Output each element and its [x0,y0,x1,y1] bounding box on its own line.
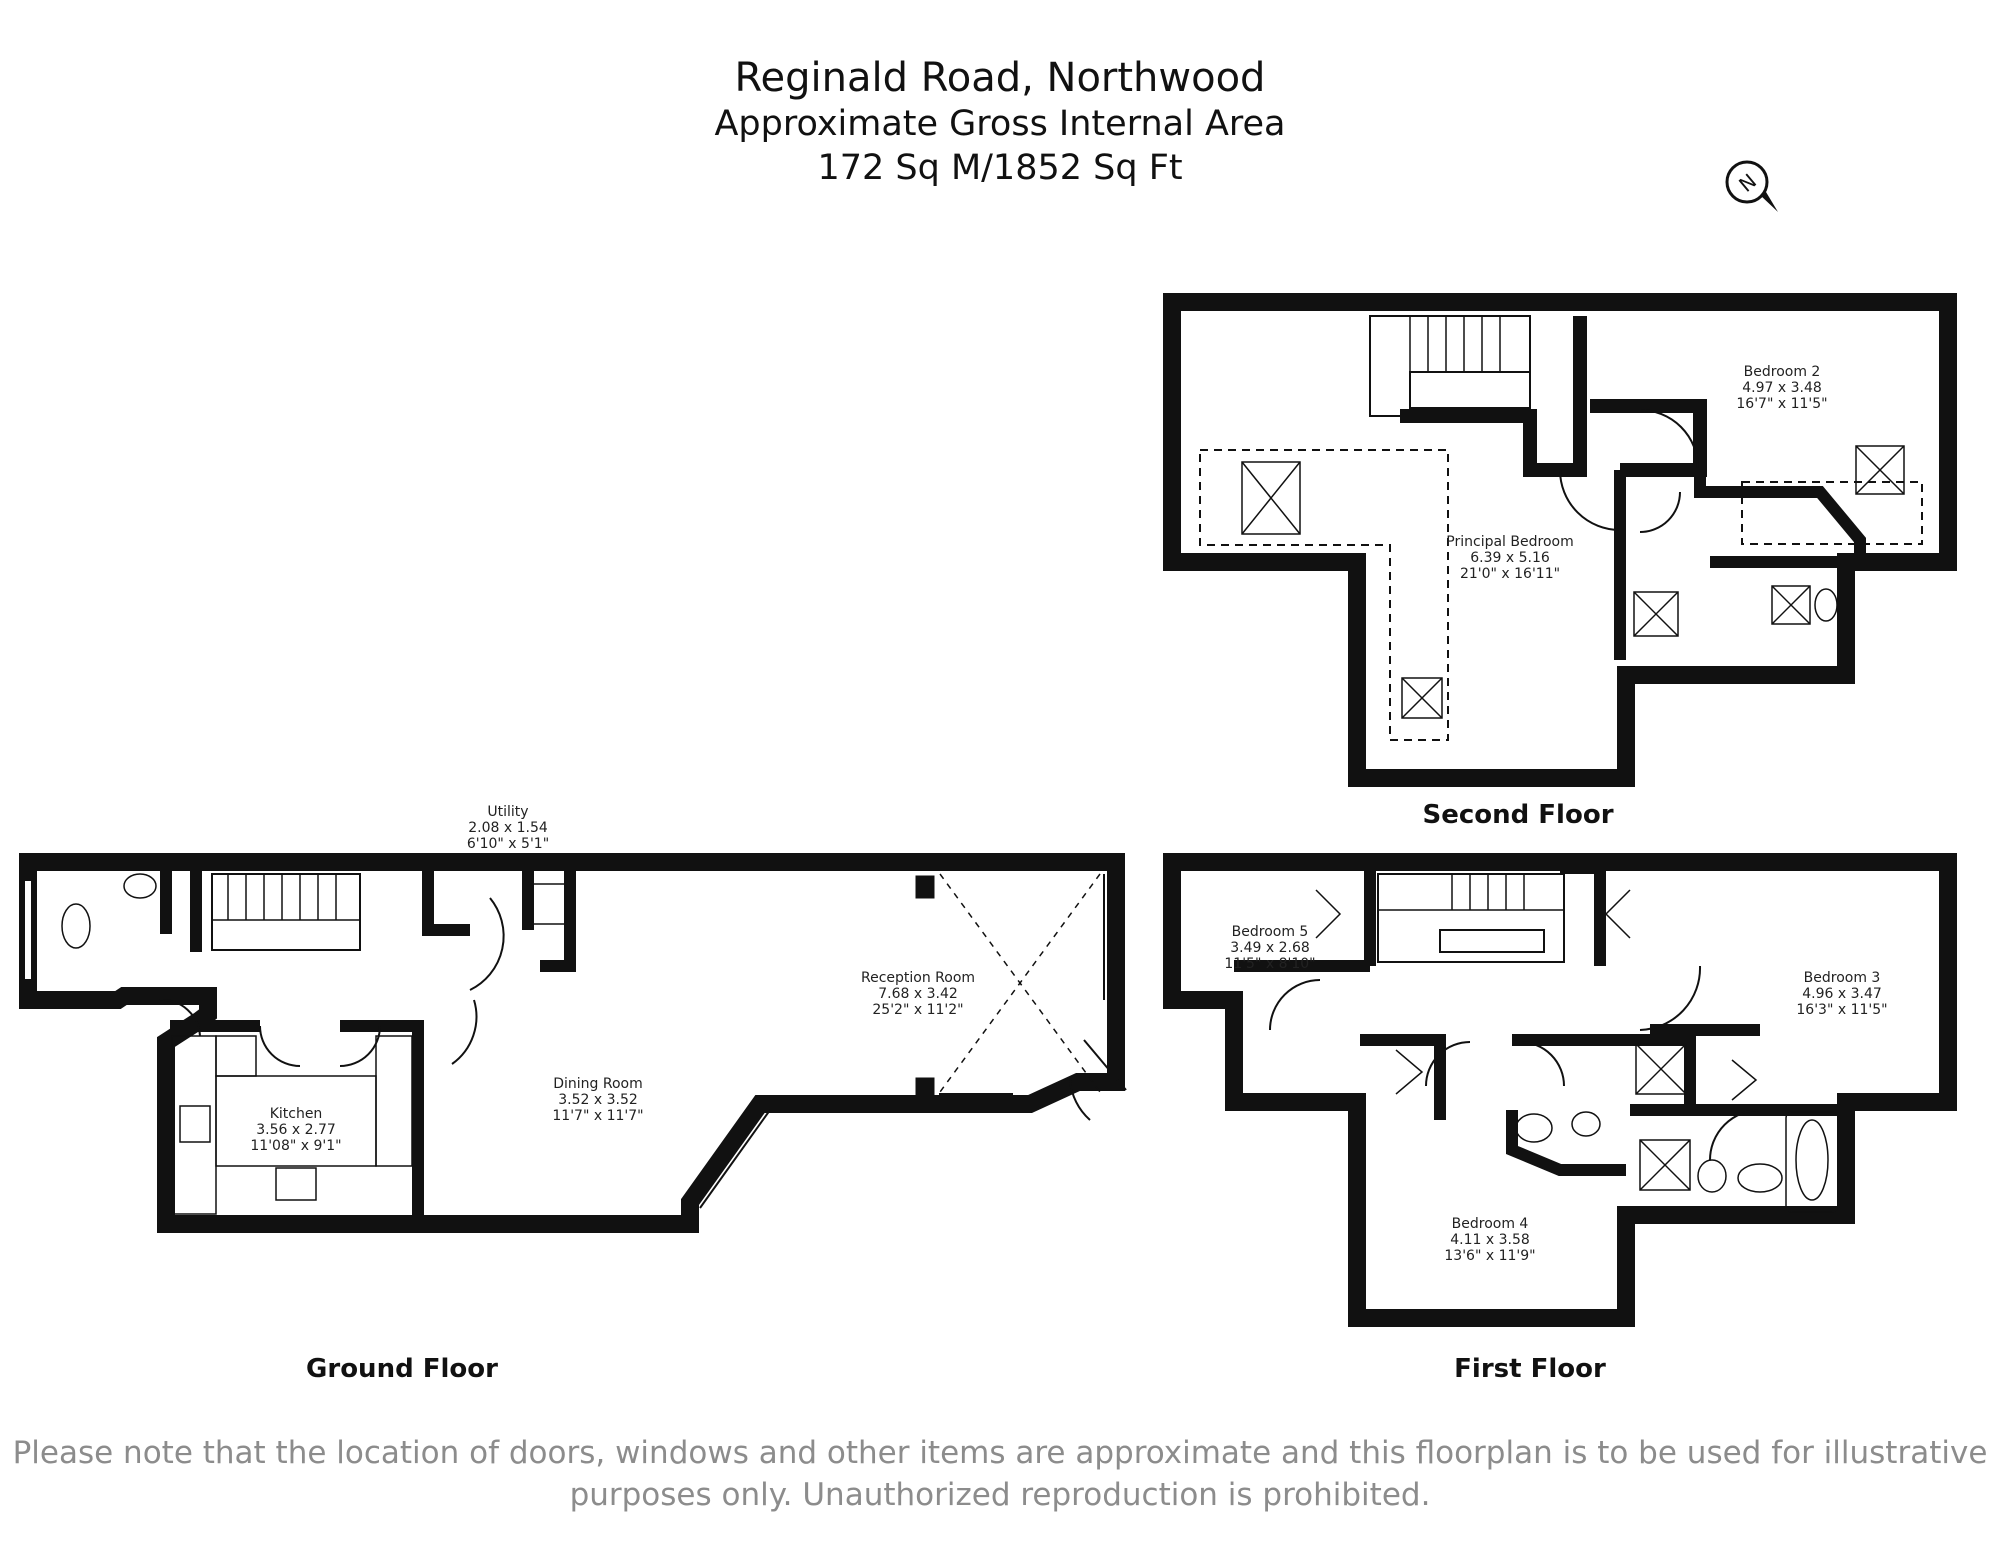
room-imperial: 6'10" x 5'1" [466,836,550,852]
room-imperial: 21'0" x 16'11" [1459,566,1561,582]
room-metric: 3.56 x 2.77 [256,1122,336,1138]
room-kitchen: Kitchen 3.56 x 2.77 11'08" x 9'1" [250,1106,341,1154]
room-dining: Dining Room 3.52 x 3.52 11'7" x 11'7" [552,1076,643,1124]
room-imperial: 11'7" x 11'7" [552,1108,644,1124]
floor-label-second: Second Floor [1422,800,1614,830]
room-bedroom5: Bedroom 5 3.49 x 2.68 11'5" x 8'10" [1224,924,1315,972]
room-imperial: 11'5" x 8'10" [1224,956,1316,972]
room-metric: 3.52 x 3.52 [558,1092,638,1108]
compass-icon: N [1725,160,1778,212]
compass-letter: N [1734,169,1761,197]
plan-subtitle: Approximate Gross Internal Area [714,104,1286,144]
room-name: Bedroom 3 [1803,970,1881,986]
disclaimer-line-1: Please note that the location of doors, … [12,1435,1988,1471]
room-name: Dining Room [553,1076,643,1092]
room-name: Bedroom 2 [1743,364,1821,380]
room-bedroom2: Bedroom 2 4.97 x 3.48 16'7" x 11'5" [1736,364,1827,412]
room-bedroom4: Bedroom 4 4.11 x 3.58 13'6" x 11'9" [1444,1216,1535,1264]
disclaimer-line-2: purposes only. Unauthorized reproduction… [569,1477,1431,1513]
floor-label-ground: Ground Floor [306,1354,498,1384]
room-metric: 4.96 x 3.47 [1802,986,1882,1002]
room-name: Principal Bedroom [1446,534,1574,550]
first-floor-plan [1163,853,1957,1327]
disclaimer: Please note that the location of doors, … [0,1432,2000,1516]
room-metric: 7.68 x 3.42 [878,986,958,1002]
room-imperial: 11'08" x 9'1" [250,1138,342,1154]
room-name: Utility [487,804,529,820]
plan-area: 172 Sq M/1852 Sq Ft [817,148,1183,188]
room-principal-bedroom: Principal Bedroom 6.39 x 5.16 21'0" x 16… [1446,534,1573,582]
room-metric: 6.39 x 5.16 [1470,550,1550,566]
floor-label-first: First Floor [1454,1354,1606,1384]
room-metric: 4.97 x 3.48 [1742,380,1822,396]
room-bedroom3: Bedroom 3 4.96 x 3.47 16'3" x 11'5" [1796,970,1887,1018]
room-imperial: 16'3" x 11'5" [1796,1002,1888,1018]
room-name: Bedroom 4 [1451,1216,1529,1232]
room-utility: Utility 2.08 x 1.54 6'10" x 5'1" [467,804,549,852]
room-reception: Reception Room 7.68 x 3.42 25'2" x 11'2" [861,970,975,1018]
room-metric: 4.11 x 3.58 [1450,1232,1530,1248]
room-imperial: 13'6" x 11'9" [1444,1248,1536,1264]
room-metric: 3.49 x 2.68 [1230,940,1310,956]
room-imperial: 16'7" x 11'5" [1736,396,1828,412]
room-name: Reception Room [860,970,976,986]
room-metric: 2.08 x 1.54 [468,820,548,836]
room-name: Bedroom 5 [1231,924,1309,940]
plan-title: Reginald Road, Northwood [734,55,1266,101]
room-imperial: 25'2" x 11'2" [872,1002,964,1018]
ground-floor-plan [19,853,1127,1233]
second-floor-plan [1163,293,1957,787]
room-name: Kitchen [269,1106,323,1122]
